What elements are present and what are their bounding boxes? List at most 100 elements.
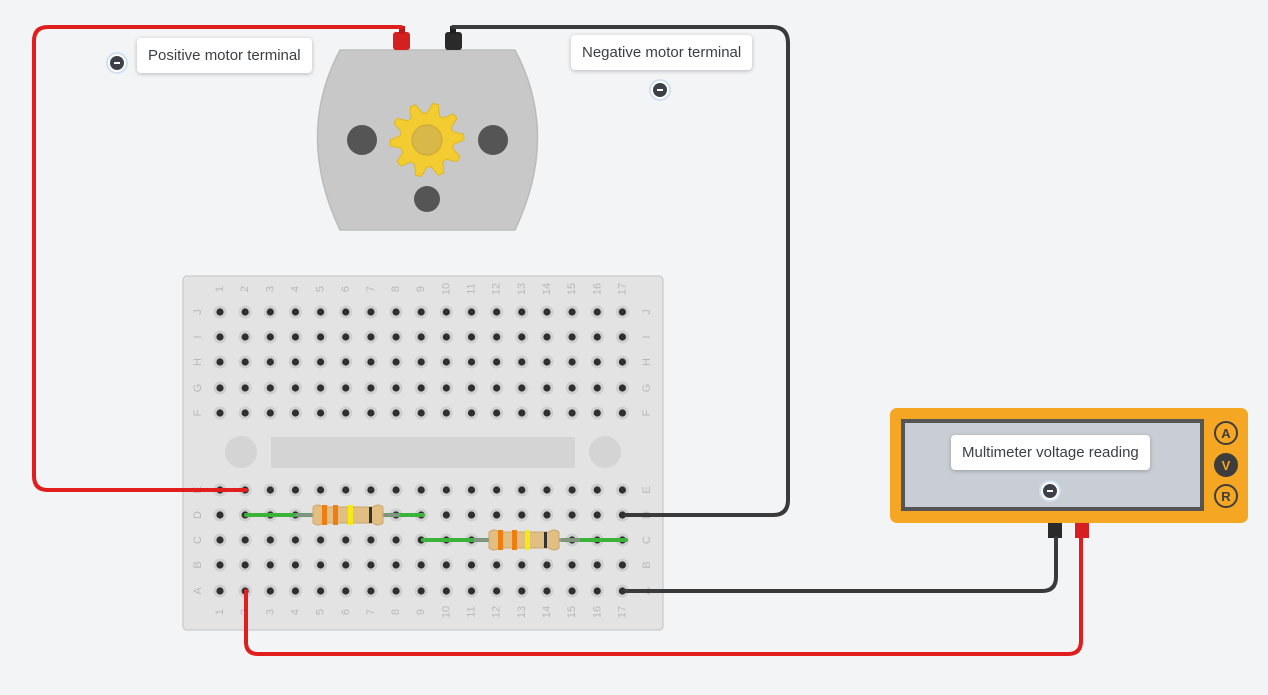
annotation-pin-icon[interactable] (106, 52, 128, 74)
breadboard-hole-core (568, 511, 576, 519)
motor-negative-lead[interactable] (445, 32, 462, 50)
column-label: 10 (440, 606, 452, 618)
multimeter-voltage-port[interactable] (1075, 523, 1089, 538)
wires[interactable] (32, 25, 1083, 656)
column-label: 14 (541, 606, 553, 618)
breadboard-hole-core (618, 486, 627, 494)
breadboard-hole-core (291, 308, 300, 316)
breadboard-hole-core (593, 561, 601, 569)
resistor[interactable] (312, 504, 384, 526)
breadboard-hole-core (417, 384, 425, 392)
row-label: J (641, 309, 653, 315)
motor-positive-lead[interactable] (393, 32, 410, 50)
column-label: 8 (390, 286, 402, 292)
column-label: 16 (591, 283, 603, 295)
resistor[interactable] (488, 529, 560, 551)
breadboard-hole-core (216, 536, 224, 544)
multimeter-com-port[interactable] (1048, 523, 1062, 538)
breadboard-hole-core (216, 384, 224, 392)
breadboard-hole-core (543, 561, 551, 569)
column-label: 12 (491, 606, 503, 618)
breadboard-hole-core (266, 587, 274, 595)
resistor-band (512, 530, 517, 550)
breadboard-hole-core (618, 561, 627, 569)
annotation-multimeter-reading[interactable]: Multimeter voltage reading (951, 435, 1150, 470)
breadboard-hole-core (342, 308, 350, 316)
breadboard-hole-core (467, 384, 476, 392)
wire-black-negative[interactable] (451, 25, 790, 517)
resistor-body (488, 529, 560, 551)
row-label: I (192, 335, 204, 338)
breadboard-hole-core (493, 511, 501, 519)
breadboard-hole-core (392, 486, 400, 494)
breadboard-hole-core (342, 358, 350, 366)
breadboard-hole-core (417, 308, 425, 316)
column-label: 13 (516, 606, 528, 618)
breadboard-hole-core (342, 486, 350, 494)
breadboard-hole-core (241, 308, 249, 316)
mode-ohmmeter-button[interactable]: R (1214, 484, 1238, 508)
resistor-band (333, 505, 338, 525)
row-label: C (641, 536, 653, 544)
annotation-pin-icon[interactable] (1039, 480, 1061, 502)
breadboard-hole-core (518, 384, 526, 392)
breadboard-hole-core (417, 358, 425, 366)
breadboard-hole-core (317, 486, 325, 494)
breadboard-hole-core (317, 384, 325, 392)
column-label: 3 (264, 609, 276, 615)
wire-black-multimeter-com[interactable] (624, 536, 1058, 593)
dc-motor[interactable] (316, 26, 539, 231)
breadboard-hole-core (618, 511, 627, 519)
wire-red-positive[interactable] (32, 25, 403, 492)
column-label: 11 (466, 606, 478, 617)
components[interactable] (244, 504, 628, 551)
row-label: F (192, 409, 204, 416)
row-label: I (641, 335, 653, 338)
resistor-band (525, 530, 530, 550)
annotation-positive-terminal[interactable]: Positive motor terminal (137, 38, 312, 73)
breadboard-hole-core (518, 486, 526, 494)
breadboard-hole-core (367, 333, 375, 341)
mode-ammeter-button[interactable]: A (1214, 421, 1238, 445)
breadboard-hole-core (467, 561, 476, 569)
breadboard-hole-core (216, 358, 224, 366)
column-label: 17 (616, 283, 628, 295)
annotation-text: Negative motor terminal (582, 44, 742, 61)
breadboard-hole-core (266, 308, 274, 316)
mode-voltmeter-button[interactable]: V (1214, 453, 1238, 477)
breadboard-hole-core (543, 333, 551, 341)
breadboard-hole-core (442, 333, 450, 341)
breadboard-hole-core (467, 587, 476, 595)
breadboard-hole-core (618, 358, 627, 366)
column-label: 1 (214, 609, 226, 615)
breadboard-hole-core (266, 409, 274, 417)
wire-red-multimeter-voltage[interactable] (244, 536, 1083, 656)
breadboard-hole-core (367, 308, 375, 316)
breadboard-hole-core (342, 409, 350, 417)
breadboard-hole-core (241, 333, 249, 341)
breadboard-hole-core (216, 308, 224, 316)
column-label: 12 (491, 283, 503, 295)
multimeter[interactable] (890, 408, 1248, 538)
column-label: 2 (239, 286, 251, 292)
breadboard-hole-core (417, 587, 425, 595)
breadboard[interactable]: 1122334455667788991010111112121313141415… (182, 275, 664, 631)
breadboard-hole-core (618, 384, 627, 392)
breadboard-hole-core (442, 308, 450, 316)
annotation-pin-icon[interactable] (649, 79, 671, 101)
breadboard-hole-core (216, 587, 224, 595)
breadboard-hole-core (392, 333, 400, 341)
breadboard-hole-core (291, 358, 300, 366)
breadboard-hole-core (568, 587, 576, 595)
breadboard-hole-core (467, 358, 476, 366)
column-label: 8 (390, 609, 402, 615)
breadboard-hole-core (367, 358, 375, 366)
annotation-negative-terminal[interactable]: Negative motor terminal (571, 35, 753, 70)
breadboard-hole-core (317, 409, 325, 417)
motor-vent-hole (414, 186, 440, 212)
breadboard-hole-core (593, 308, 601, 316)
breadboard-hole-core (342, 333, 350, 341)
breadboard-hole-core (367, 561, 375, 569)
breadboard-hole-core (241, 358, 249, 366)
